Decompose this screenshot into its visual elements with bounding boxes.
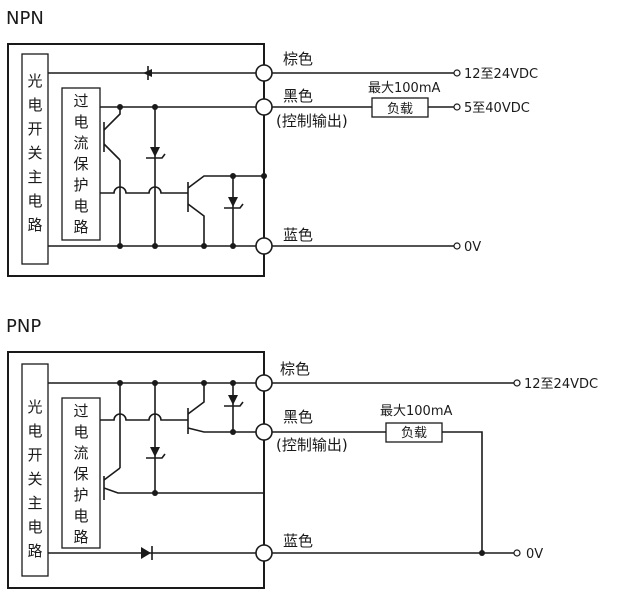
npn-max-current: 最大100mA (368, 81, 440, 96)
pnp-brown-terminal (255, 374, 273, 392)
pnp-ground-diode (141, 547, 151, 559)
pnp-protect-char: 路 (73, 528, 88, 546)
pnp-brown-label: 棕色 (280, 360, 310, 378)
pnp-protect-char: 流 (73, 444, 88, 462)
pnp-black-wire (272, 431, 483, 553)
npn-load-label: 负载 (387, 102, 413, 117)
pnp-blue-voltage: 0V (526, 547, 543, 562)
pnp-protection-label: 过 电 流 保 护 电 路 (73, 402, 88, 546)
pnp-main-char: 光 (27, 398, 42, 416)
pnp-max-current: 最大100mA (380, 404, 452, 419)
npn-junction (152, 243, 158, 249)
npn-protect-char: 路 (73, 218, 88, 236)
npn-blue-terminal (255, 237, 273, 255)
npn-load-box (371, 97, 429, 118)
npn-protect-char: 电 (73, 113, 88, 131)
pnp-blue-label: 蓝色 (283, 532, 313, 550)
npn-brown-voltage: 12至24VDC (464, 67, 538, 82)
pnp-protect-transistor-emitter (103, 467, 121, 481)
npn-protect-char: 过 (73, 92, 88, 110)
pnp-zener2-arrow (228, 395, 238, 405)
npn-brown-end (453, 69, 461, 77)
pnp-main-circuit-box (21, 363, 49, 577)
npn-blue-voltage: 0V (464, 240, 481, 255)
npn-protection-circuit-box (61, 87, 101, 241)
pnp-black-terminal (255, 423, 273, 441)
npn-junction (201, 243, 207, 249)
npn-main-char: 开 (27, 120, 42, 138)
npn-black-end (453, 103, 461, 111)
npn-junction (230, 243, 236, 249)
pnp-title: PNP (6, 316, 41, 337)
npn-brown-terminal (255, 64, 273, 82)
pnp-brown-end (513, 379, 521, 387)
npn-zener-arrow (150, 147, 160, 157)
npn-brown-label: 棕色 (283, 50, 313, 68)
pnp-brown-voltage: 12至24VDC (524, 377, 598, 392)
pnp-protection-circuit-box (61, 397, 101, 549)
npn-main-char: 光 (27, 72, 42, 90)
pnp-main-char: 关 (27, 470, 42, 488)
npn-black-label: 黑色 (283, 87, 313, 105)
npn-control-label: (控制输出) (276, 112, 348, 130)
pnp-signal-wire (100, 413, 188, 421)
npn-supply-diode (143, 69, 152, 77)
pnp-main-char: 开 (27, 446, 42, 464)
pnp-protect-char: 电 (73, 423, 88, 441)
pnp-output-transistor-emitter (187, 383, 205, 415)
pnp-main-circuit-label: 光 电 开 关 主 电 路 (27, 398, 42, 560)
pnp-protect-char: 过 (73, 402, 88, 420)
npn-zener2-arrow (228, 197, 238, 207)
npn-protect-char: 流 (73, 134, 88, 152)
pnp-black-label: 黑色 (283, 408, 313, 426)
pnp-blue-terminal (255, 544, 273, 562)
npn-signal-wire (100, 186, 188, 194)
npn-protect-char: 护 (73, 176, 88, 194)
pnp-load-box (385, 422, 443, 443)
npn-main-circuit-box (21, 53, 49, 265)
pnp-junction (479, 550, 485, 556)
npn-main-char: 电 (27, 192, 42, 210)
pnp-main-char: 电 (27, 422, 42, 440)
npn-blue-end (453, 242, 461, 250)
pnp-junction (152, 490, 158, 496)
pnp-protect-transistor-collector (103, 487, 264, 494)
npn-main-char: 路 (27, 216, 42, 234)
pnp-zener-arrow (150, 447, 160, 457)
npn-title: NPN (6, 8, 44, 29)
npn-output-transistor-collector (187, 175, 264, 189)
npn-main-char: 电 (27, 96, 42, 114)
pnp-protect-char: 保 (73, 465, 88, 483)
npn-protect-transistor-collector (103, 107, 121, 131)
npn-black-voltage: 5至40VDC (464, 101, 530, 116)
npn-main-char: 主 (27, 168, 42, 186)
pnp-zener2-symbol (224, 401, 244, 407)
npn-zener2-symbol (224, 203, 244, 209)
pnp-output-transistor-collector (187, 427, 256, 433)
npn-protection-label: 过 电 流 保 护 电 路 (73, 92, 88, 236)
pnp-blue-end (513, 549, 521, 557)
npn-protect-char: 保 (73, 155, 88, 173)
pnp-protect-char: 电 (73, 507, 88, 525)
npn-blue-label: 蓝色 (283, 226, 313, 244)
npn-main-circuit-label: 光 电 开 关 主 电 路 (27, 72, 42, 234)
pnp-protect-char: 护 (73, 486, 88, 504)
pnp-main-char: 电 (27, 518, 42, 536)
pnp-main-char: 路 (27, 542, 42, 560)
npn-protect-char: 电 (73, 197, 88, 215)
npn-zener-symbol (146, 153, 166, 159)
npn-black-terminal (255, 98, 273, 116)
pnp-load-label: 负载 (401, 426, 427, 441)
npn-protect-transistor-emitter (103, 143, 121, 161)
npn-sensor-housing (7, 43, 265, 277)
pnp-main-char: 主 (27, 494, 42, 512)
pnp-control-label: (控制输出) (276, 436, 348, 454)
pnp-zener-symbol (146, 453, 166, 459)
npn-main-char: 关 (27, 144, 42, 162)
npn-junction (117, 243, 123, 249)
npn-output-transistor-emitter (187, 203, 205, 246)
